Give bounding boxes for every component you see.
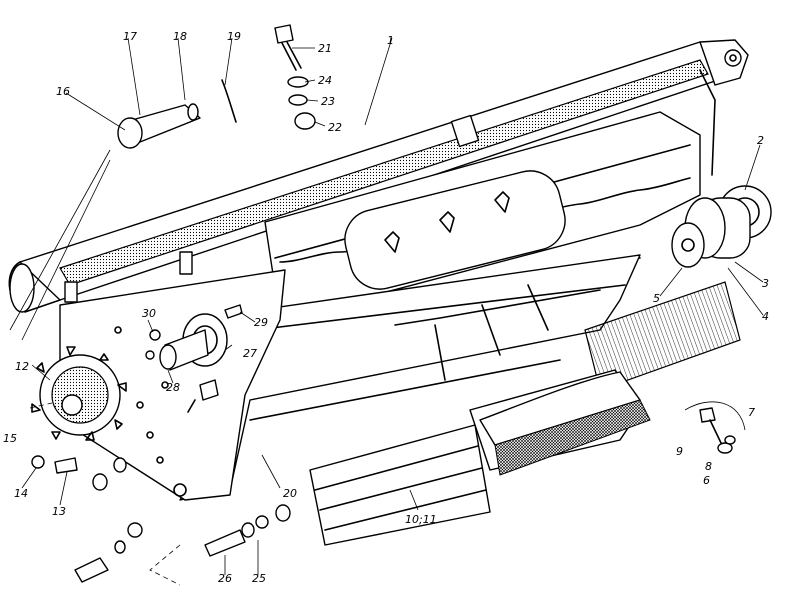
callout-14: 14: [14, 487, 28, 500]
fasteners-right: [684, 401, 746, 454]
tine-rods: [434, 284, 549, 381]
callout-16: 16: [56, 85, 70, 98]
sprocket-left: [31, 346, 127, 441]
leader-lines: [9, 37, 764, 575]
callout-22: 22: [328, 121, 342, 134]
callout-5: 5: [653, 292, 660, 305]
callout-9: 9: [676, 445, 683, 458]
fasteners-left: [29, 402, 143, 583]
callout-3: 3: [762, 277, 769, 290]
bearing-27: [145, 304, 243, 413]
callout-15: 15: [3, 432, 17, 445]
callout-1: 1: [387, 34, 394, 47]
front-rail: [309, 281, 741, 546]
callout-28: 28: [166, 381, 180, 394]
callout-6: 6: [703, 474, 710, 487]
callout-13: 13: [52, 505, 66, 518]
callout-8: 8: [705, 460, 712, 473]
shaft-part: [117, 103, 201, 149]
callout-23: 23: [321, 95, 335, 108]
callout-25: 25: [252, 572, 266, 585]
callout-24: 24: [318, 74, 332, 87]
sprocket-right: [671, 185, 772, 268]
callout-17: 17: [123, 30, 137, 43]
callout-7: 7: [748, 406, 755, 419]
main-beam: [8, 39, 749, 313]
callout-21: 21: [318, 42, 332, 55]
callout-19: 19: [227, 30, 241, 43]
callout-12: 12: [15, 360, 29, 373]
callout-2: 2: [757, 134, 764, 147]
callout-10-11: 10;11: [405, 513, 437, 526]
callout-20: 20: [283, 487, 297, 500]
callout-29: 29: [254, 316, 268, 329]
callout-18: 18: [173, 30, 187, 43]
drum-body: [264, 111, 701, 321]
callout-labels: 1 2 3 4 5 6 7 8 9 10;11 12 13 14 15 16 1…: [3, 30, 769, 585]
callout-27: 27: [243, 347, 257, 360]
callout-4: 4: [762, 310, 769, 323]
fasteners-bottom: [149, 504, 291, 586]
callout-30: 30: [142, 307, 156, 320]
fasteners-top: [221, 24, 316, 130]
callout-26: 26: [218, 572, 232, 585]
